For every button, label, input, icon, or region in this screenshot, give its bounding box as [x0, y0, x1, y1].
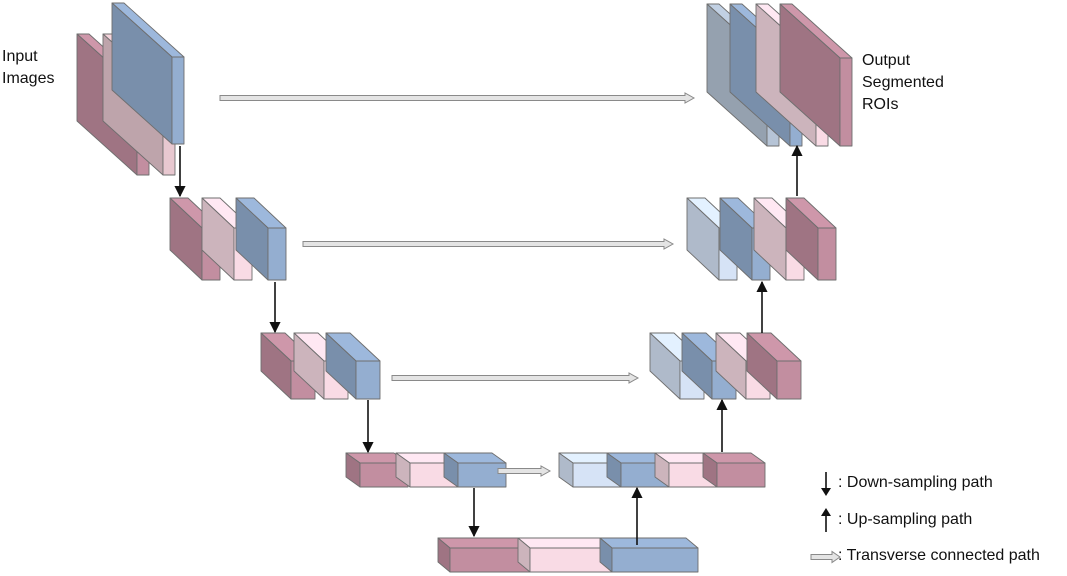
legend-up-label: : Up-sampling path — [838, 511, 973, 528]
bottleneck-feature-map-3 — [599, 537, 699, 573]
encoder-level-3-blocks — [260, 332, 381, 400]
encoder-level-1-blocks — [76, 2, 185, 176]
decoder-level-4-feature-map-4 — [702, 452, 766, 488]
output-label-line-1: Output — [862, 52, 911, 69]
up-arrow-icon — [821, 508, 831, 532]
encoder-level-2-blocks — [169, 197, 287, 281]
output-label-line-2: Segmented — [862, 74, 944, 91]
decoder-level-3-feature-map-4 — [746, 332, 802, 400]
transverse-arrow-icon — [810, 550, 841, 564]
down-arrow-icon — [821, 472, 831, 496]
transverse-arrow-2 — [302, 238, 675, 250]
legend-transverse-label: : Transverse connected path — [838, 547, 1040, 564]
transverse-arrow-1 — [219, 92, 696, 104]
input-label-line-2: Images — [2, 70, 55, 87]
legend-down-label: : Down-sampling path — [838, 474, 993, 491]
output-level-1-feature-map-4 — [779, 3, 853, 147]
encoder-level-2-feature-map-3 — [235, 197, 287, 281]
bottleneck-blocks — [437, 537, 699, 573]
decoder-level-3-blocks — [649, 332, 802, 400]
decoder-level-2-blocks — [686, 197, 837, 281]
transverse-arrow-3 — [391, 372, 640, 384]
encoder-level-3-feature-map-3 — [325, 332, 381, 400]
encoder-level-1-feature-map-3 — [111, 2, 185, 145]
transverse-arrow-4 — [497, 465, 552, 477]
output-rois-label: Output Segmented ROIs — [862, 50, 944, 116]
output-label-line-3: ROIs — [862, 96, 899, 113]
decoder-level-4-blocks — [558, 452, 766, 488]
encoder-level-4-feature-map-3 — [443, 452, 507, 488]
output-level-1-blocks — [706, 3, 853, 147]
decoder-level-4-feature-map-3 — [654, 452, 718, 488]
decoder-level-2-feature-map-4 — [785, 197, 837, 281]
input-images-label: Input Images — [2, 46, 54, 90]
input-label-line-1: Input — [2, 48, 38, 65]
encoder-level-4-blocks — [345, 452, 507, 488]
